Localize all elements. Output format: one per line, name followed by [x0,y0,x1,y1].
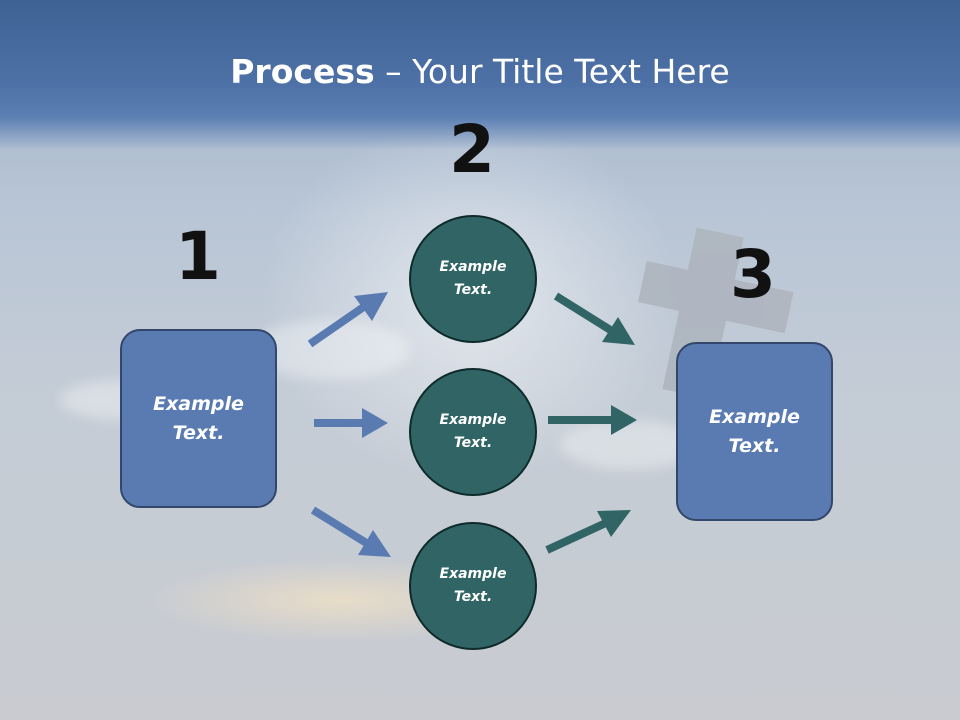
step-3-number: 3 [730,236,776,313]
blue-arrow-down [310,506,391,557]
title-bold: Process [230,52,375,91]
teal-arrow-right [548,405,637,435]
step-2-circle-middle: Example Text. [409,368,537,496]
blue-arrow-right [314,408,388,438]
title-band [0,0,960,150]
teal-arrow-up [545,510,631,554]
step-2-number: 2 [449,111,495,188]
blue-arrow-up [307,292,388,348]
teal-arrow-down [553,292,635,345]
step-2-circle-bottom: Example Text. [409,522,537,650]
title-rest: – Your Title Text Here [374,52,730,91]
page-title: Process – Your Title Text Here [0,52,960,91]
step-3-box: Example Text. [676,342,833,521]
step-2-circle-top: Example Text. [409,215,537,343]
step-1-box: Example Text. [120,329,277,508]
step-1-number: 1 [175,218,221,295]
